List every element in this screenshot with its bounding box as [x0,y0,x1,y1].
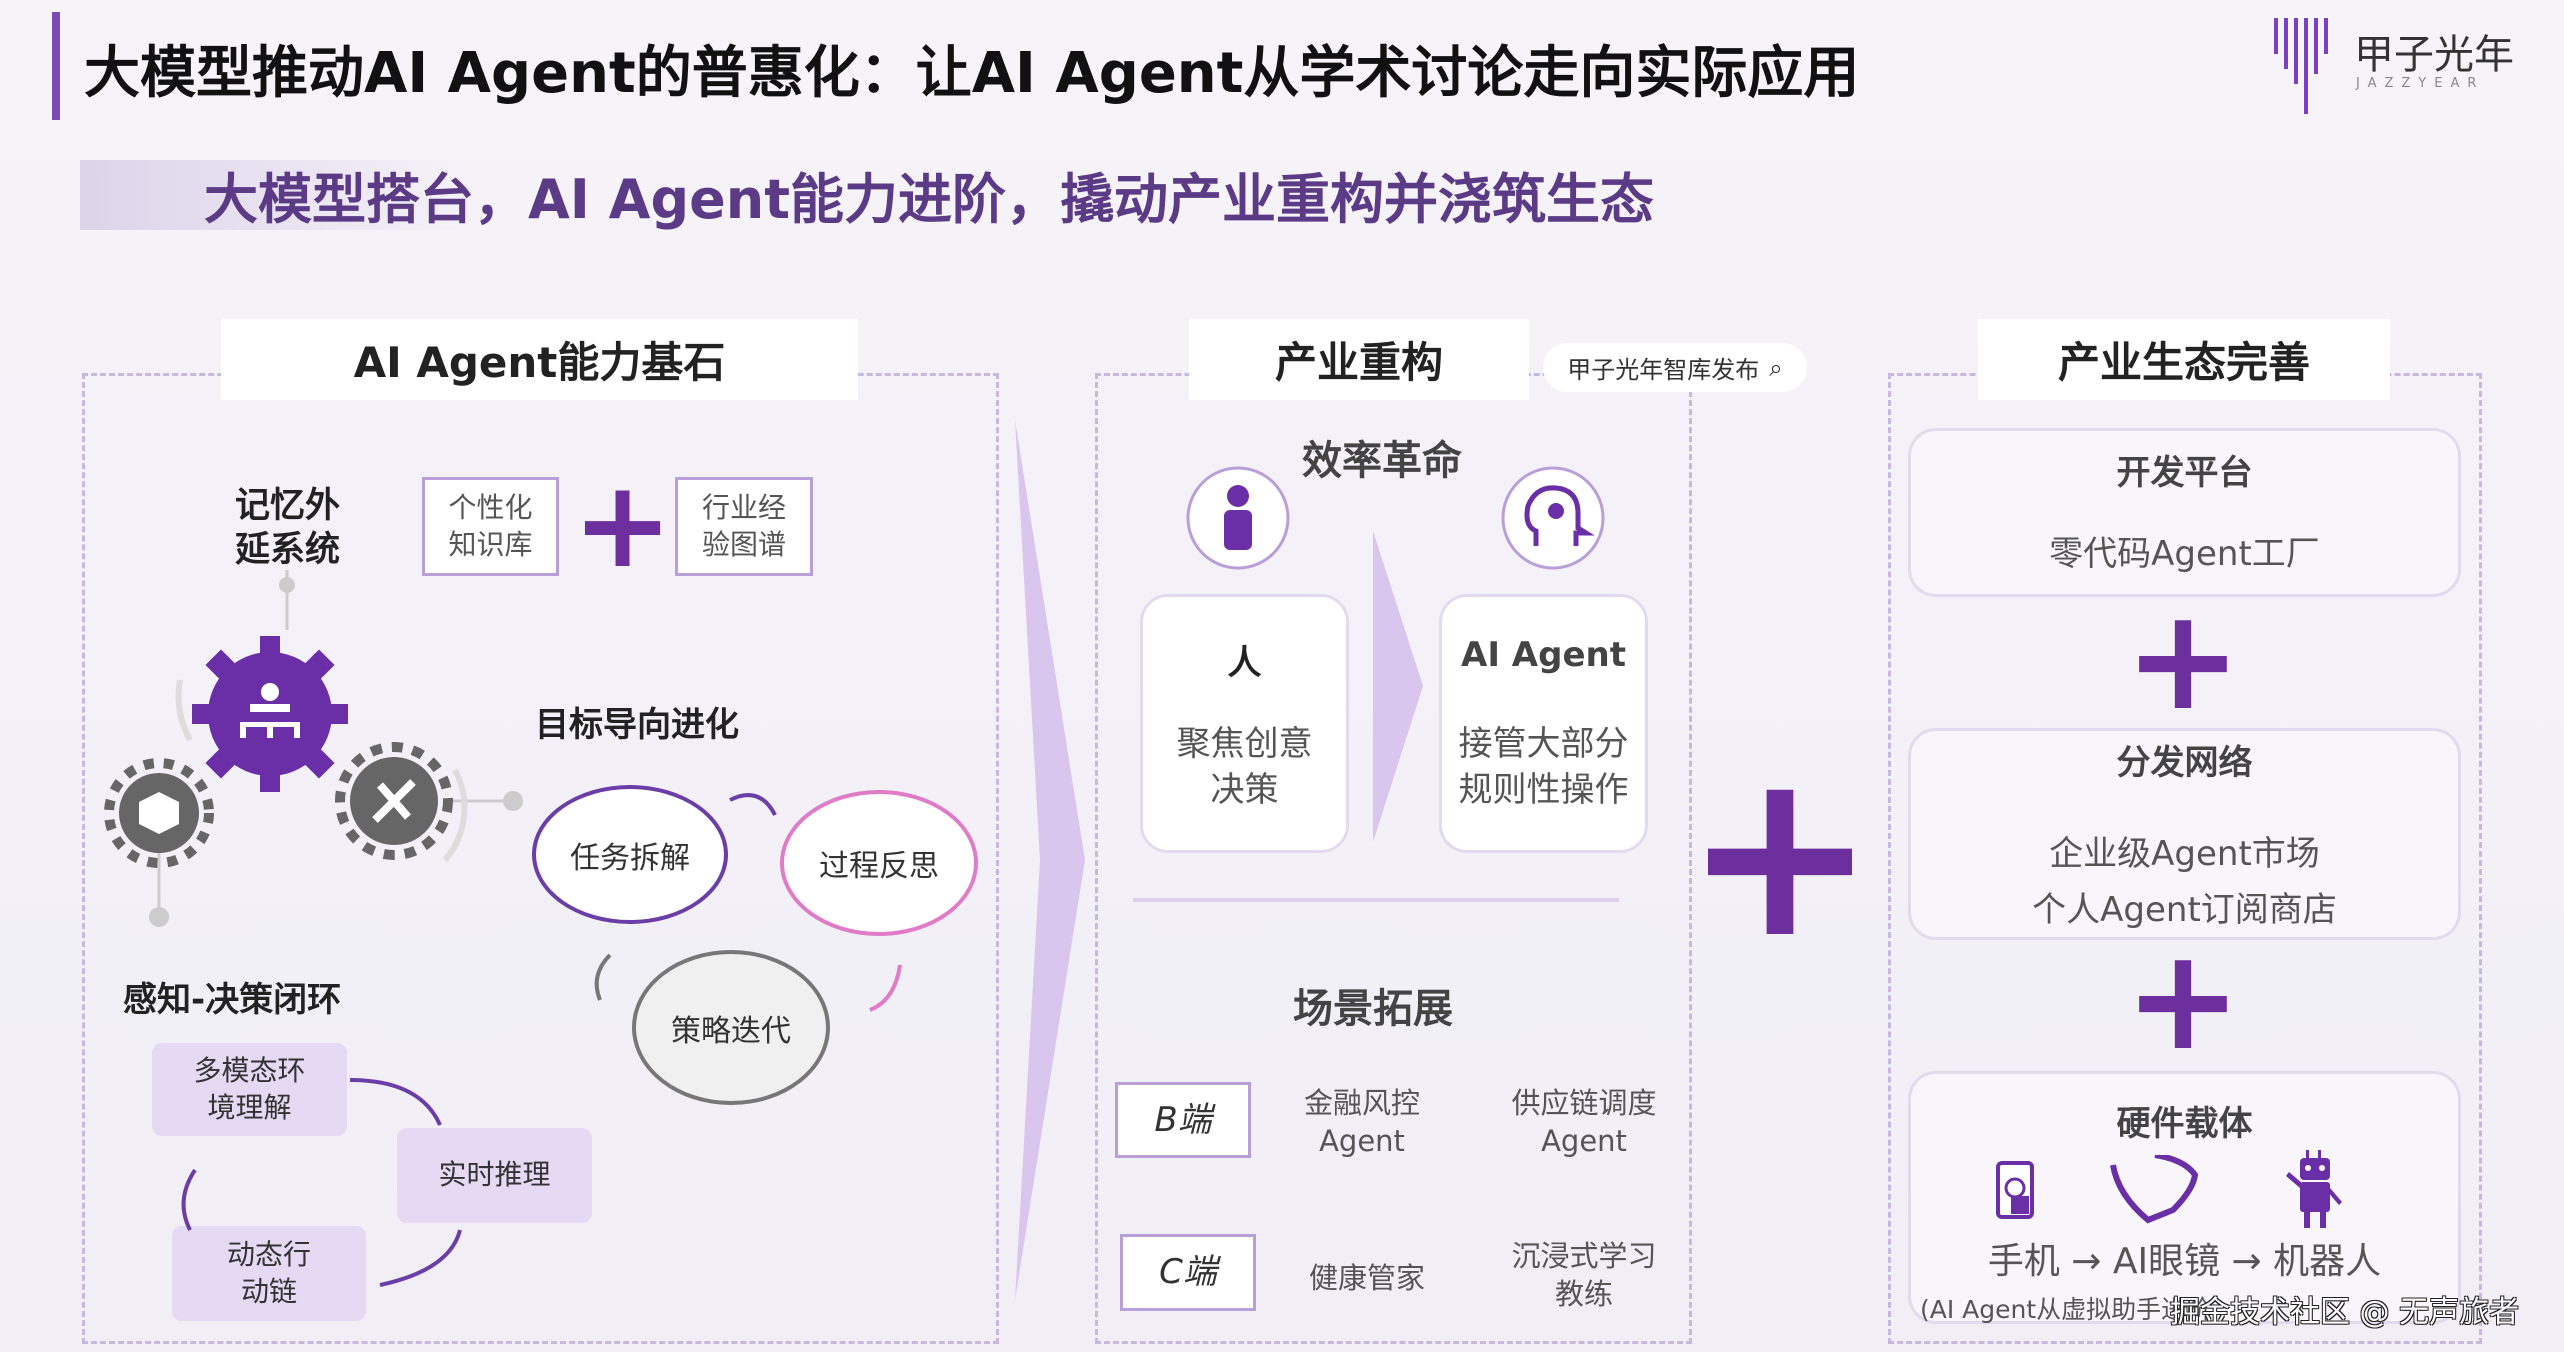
human-card [1140,594,1349,853]
org-gear-icon [192,636,348,792]
logo-subtext: JAZZYEAR [2356,76,2485,91]
robot-icon [2286,1150,2342,1228]
ai-glasses-icon [2110,1155,2198,1224]
plus-icon: + [2124,578,2242,742]
ai-head-icon [1501,466,1605,570]
logo-mark-icon [2274,18,2328,114]
loop-label: 感知-决策闭环 [123,980,342,1020]
cycle-arrows-icon [594,793,902,1012]
hw-title: 硬件载体 [2116,1104,2253,1144]
efficiency-title: 效率革命 [1302,438,1462,484]
industry-title: 产业重构 [1189,319,1529,400]
hw-chain: 手机 → AI眼镜 → 机器人 [1987,1241,2382,1282]
goal-bubble: 策略迭代 [632,950,830,1105]
agent-title: AI Agent [1461,635,1626,675]
plus-icon: + [572,456,673,595]
page-subtitle: 大模型搭台，AI Agent能力进阶，撬动产业重构并浇筑生态 [204,168,1655,231]
dist-title: 分发网络 [2116,743,2253,783]
search-icon: ⌕ [1769,353,1783,382]
loop-arrows-icon [181,1078,462,1287]
loop-item: 多模态环境理解 [152,1043,347,1136]
memory-item: 个性化知识库 [422,477,559,576]
phone-icon [1996,1161,2034,1219]
gears-illustration [104,570,523,927]
loop-item: 动态行动链 [172,1226,366,1321]
logo-text: 甲子光年 [2354,32,2514,78]
c-end-label: C端 [1120,1234,1256,1311]
tools-gear-icon [335,742,453,860]
goal-label: 目标导向进化 [535,705,739,745]
flow-chevron-icon [1015,420,1085,1300]
agent-card [1439,594,1648,853]
memory-label: 记忆外延系统 [234,486,340,570]
logo: 甲子光年 JAZZYEAR [2270,14,2530,124]
c-item: 沉浸式学习教练 [1511,1239,1657,1311]
subtitle-bar [80,160,480,230]
person-icon [1186,466,1290,570]
hw-note: (AI Agent从虚拟助手进阶 [1920,1295,2212,1324]
dist-line: 企业级Agent市场 [2049,834,2320,874]
dev-card [1908,428,2461,597]
plus-icon: + [2124,918,2242,1082]
big-plus-icon: + [1683,721,1877,989]
memory-item: 行业经验图谱 [675,477,813,576]
search-pill-text: 甲子光年智库发布 [1567,356,1760,384]
dev-desc: 零代码Agent工厂 [2049,534,2320,574]
divider [1133,898,1619,902]
b-end-label: B端 [1115,1082,1251,1158]
human-title: 人 [1227,643,1262,683]
search-pill[interactable]: 甲子光年智库发布 ⌕ [1543,343,1807,392]
goal-bubble: 过程反思 [780,790,978,936]
dist-line: 个人Agent订阅商店 [2032,890,2337,930]
foundation-title: AI Agent能力基石 [221,319,858,400]
title-accent-bar [52,12,60,120]
scene-title: 场景拓展 [1293,986,1453,1032]
b-item: 金融风控Agent [1303,1086,1420,1158]
b-item: 供应链调度Agent [1511,1086,1657,1158]
ecosystem-title: 产业生态完善 [1978,319,2390,400]
dev-title: 开发平台 [2116,453,2253,493]
arrow-icon [1373,531,1423,842]
c-item: 健康管家 [1308,1261,1425,1295]
page-title: 大模型推动AI Agent的普惠化：让AI Agent从学术讨论走向实际应用 [84,41,1860,106]
watermark: 掘金技术社区 @ 无声旅者 [2170,1295,2520,1330]
loop-item: 实时推理 [397,1128,592,1223]
agent-desc: 接管大部分规则性操作 [1458,724,1629,810]
human-desc: 聚焦创意决策 [1176,724,1313,810]
dist-card [1908,728,2461,940]
goal-bubble: 任务拆解 [532,785,728,924]
cube-gear-icon [104,758,214,868]
